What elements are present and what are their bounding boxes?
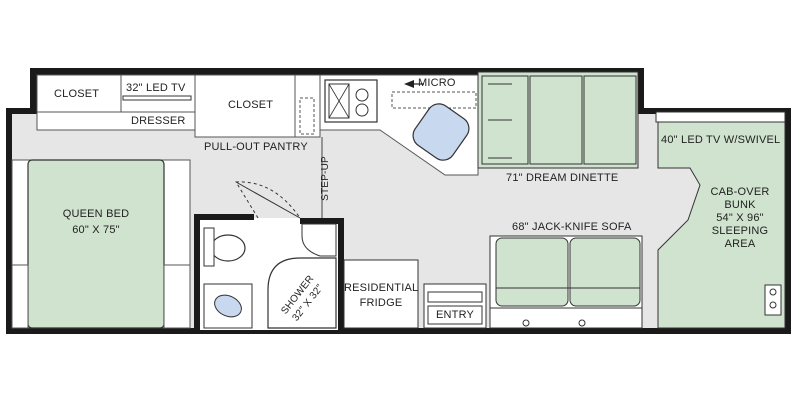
queen-bed-line1: QUEEN BED: [62, 208, 130, 220]
cab-over-line2: BUNK: [724, 199, 756, 211]
queen-bed-line2: 60" X 75": [72, 224, 120, 236]
toilet-icon: [210, 234, 246, 262]
cab-over-line1: CAB-OVER: [710, 186, 770, 198]
micro-arrow-icon: [404, 80, 414, 88]
led-tv-40-label: 40" LED TV W/SWIVEL: [661, 134, 781, 146]
jackknife-sofa-label: 68" JACK-KNIFE SOFA: [512, 221, 632, 233]
dresser-label: DRESSER: [131, 115, 186, 127]
residential-fridge-line2: FRIDGE: [359, 297, 403, 309]
micro-label: MICRO: [418, 77, 456, 89]
residential-fridge-line1: RESIDENTIAL: [344, 282, 419, 294]
sink-icon: [324, 79, 378, 123]
cooktop-icon: [412, 103, 470, 161]
shower: [267, 257, 337, 329]
queen-bed: [11, 159, 191, 329]
bathroom: [194, 181, 344, 330]
entry-label: ENTRY: [436, 309, 475, 321]
cab-over-bunk: [655, 111, 786, 329]
cab-over-line3: 54" X 96": [716, 212, 764, 224]
dream-dinette-label: 71" DREAM DINETTE: [506, 172, 619, 184]
outer-walls: [6, 68, 791, 334]
cab-over-line4: SLEEPING: [711, 225, 769, 237]
step-up-label: STEP-UP: [319, 156, 331, 201]
closet-center-label: CLOSET: [228, 99, 274, 111]
pullout-pantry-label: PULL-OUT PANTRY: [204, 141, 308, 153]
queen-bed-label: QUEEN BED 60" X 75": [40, 208, 152, 237]
entry: [423, 283, 487, 329]
cab-over-label: CAB-OVER BUNK 54" X 96" SLEEPING AREA: [700, 186, 780, 251]
residential-fridge: [343, 259, 419, 329]
cab-over-line5: AREA: [724, 238, 756, 250]
closet-left: [36, 74, 122, 113]
dream-dinette: [477, 71, 639, 169]
closet-left-label: CLOSET: [54, 88, 100, 100]
residential-fridge-label: RESIDENTIAL FRIDGE: [344, 282, 418, 310]
closet-center: [194, 74, 321, 138]
bathroom-sink-icon: [214, 294, 242, 318]
jack-knife-sofa: [489, 235, 643, 329]
led-tv-32-label: 32" LED TV: [126, 82, 186, 94]
